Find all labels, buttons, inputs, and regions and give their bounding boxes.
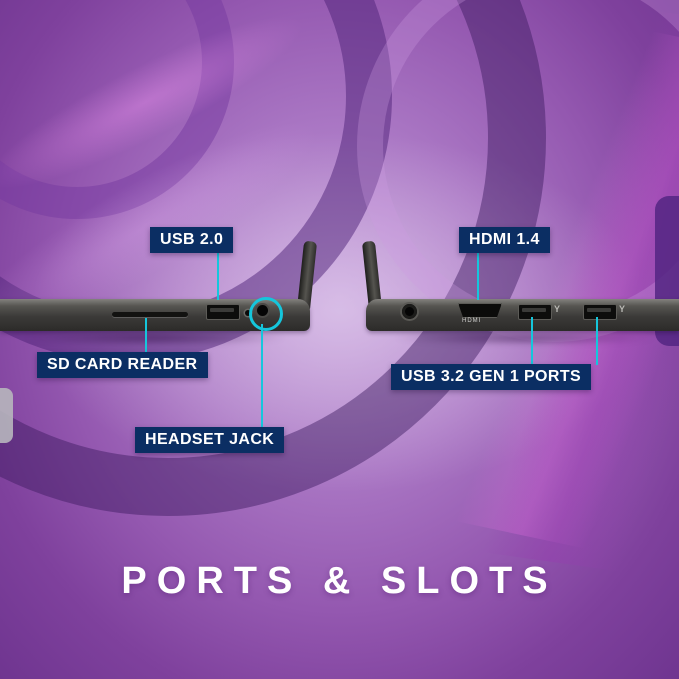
label-usb-3-2-gen-1-ports: USB 3.2 GEN 1 PORTS	[391, 364, 592, 390]
callout-line-sd-card	[145, 318, 147, 353]
label-sd-card-reader: SD CARD READER	[37, 352, 208, 378]
callout-line-usb20	[217, 252, 219, 300]
poster-title-text: PORTS & SLOTS	[121, 560, 558, 602]
label-headset-jack: HEADSET JACK	[135, 427, 285, 453]
callout-line-usb32-1	[531, 317, 533, 365]
label-usb-3-2-gen-1-ports-text: USB 3.2 GEN 1 PORTS	[401, 368, 582, 385]
background-edge-tab	[0, 388, 13, 443]
laptop-right-shadow	[360, 329, 679, 347]
headset-jack-highlight-ring	[249, 297, 283, 331]
hdmi-marking-label: HDMI	[462, 318, 482, 324]
label-usb-2-0: USB 2.0	[150, 227, 234, 253]
label-headset-jack-text: HEADSET JACK	[145, 431, 275, 448]
usb-port-tongue	[587, 308, 611, 312]
background-streak	[0, 0, 376, 252]
usb-port-tongue	[210, 308, 234, 312]
usb-symbol-icon: Y	[554, 304, 561, 314]
callout-line-headset	[261, 324, 263, 428]
callout-line-hdmi	[477, 252, 479, 300]
poster-title: PORTS & SLOTS	[0, 560, 679, 603]
usb-3-2-port-2	[583, 304, 617, 320]
usb-port-tongue	[522, 308, 546, 312]
label-hdmi-1-4: HDMI 1.4	[459, 227, 550, 253]
laptop-left-shadow	[0, 329, 320, 347]
usb-3-2-port-1	[518, 304, 552, 320]
usb-symbol-icon: Y	[619, 304, 626, 314]
label-hdmi-1-4-text: HDMI 1.4	[469, 231, 540, 248]
label-usb-2-0-text: USB 2.0	[160, 231, 224, 248]
background-ripple	[357, 0, 679, 342]
hdmi-port	[458, 303, 502, 318]
background-swirl-ring	[0, 0, 234, 219]
power-jack-port	[402, 304, 417, 319]
background-ribbon	[447, 10, 679, 570]
label-sd-card-reader-text: SD CARD READER	[47, 356, 198, 373]
usb-2-0-port	[206, 304, 240, 320]
status-led	[245, 310, 251, 316]
sd-card-slot	[112, 312, 188, 317]
callout-line-usb32-2	[596, 317, 598, 365]
laptop-right-base: HDMI Y Y	[366, 299, 679, 331]
